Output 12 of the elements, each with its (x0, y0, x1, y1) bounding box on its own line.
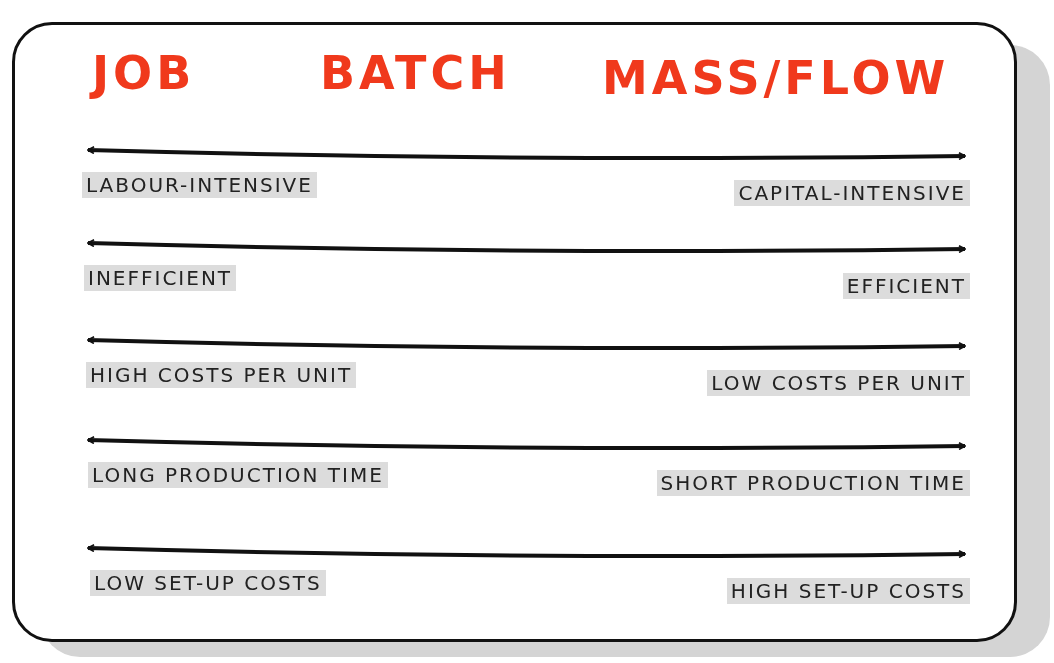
scale-label: INEFFICIENT (84, 265, 237, 291)
scale-label: LONG PRODUCTION TIME (88, 462, 388, 488)
scale-label: LABOUR-INTENSIVE (82, 172, 317, 198)
heading-text: MASS/FLOW (602, 55, 950, 101)
scale-label: LOW SET-UP COSTS (90, 570, 326, 596)
scale-label: HIGH COSTS PER UNIT (86, 362, 357, 388)
scale-label: EFFICIENT (842, 273, 970, 299)
scale-label: LOW COSTS PER UNIT (707, 370, 970, 396)
scale-label: SHORT PRODUCTION TIME (656, 470, 970, 496)
heading-text: BATCH (320, 50, 511, 96)
scale-label: CAPITAL-INTENSIVE (734, 180, 970, 206)
scale-label: HIGH SET-UP COSTS (726, 578, 970, 604)
